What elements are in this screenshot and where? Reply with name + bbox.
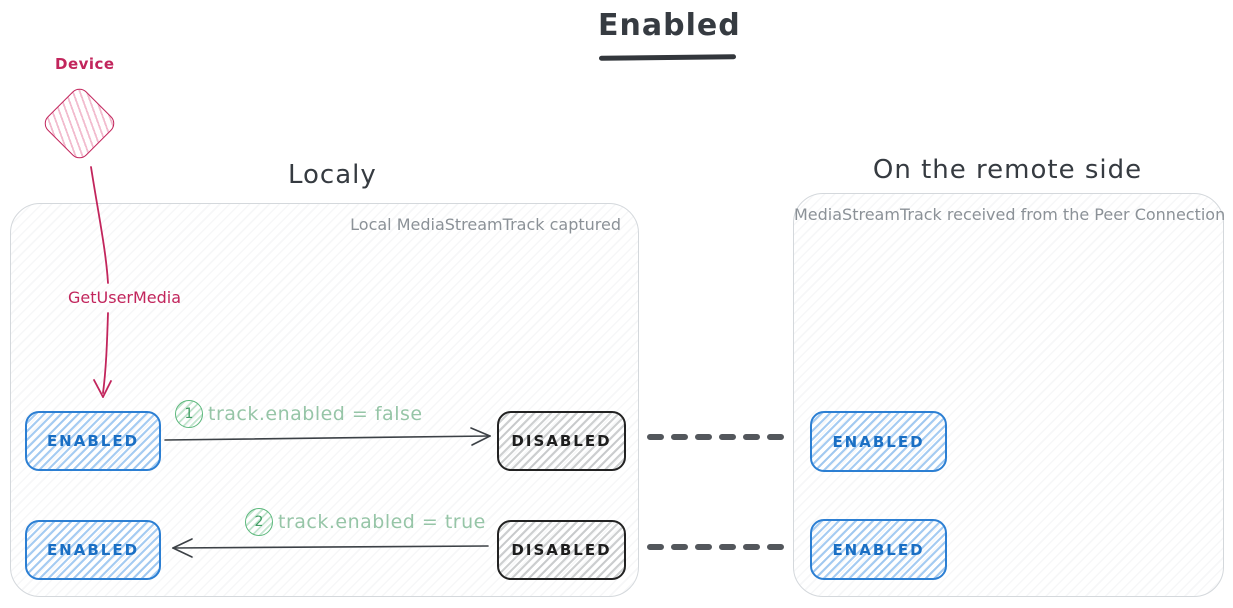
state-box-local-disabled-1: DISABLED [497,411,626,471]
remote-heading: On the remote side [872,155,1143,185]
state-label: ENABLED [46,541,140,559]
step-2-action-label: track.enabled = true [278,511,486,533]
step-2-badge: 2 [245,508,273,536]
arrow-track-enable [172,538,489,558]
state-box-local-disabled-2: DISABLED [497,520,626,580]
state-box-local-enabled-1: ENABLED [25,411,161,471]
page-title: Enabled [598,8,741,43]
step-1-action-label: track.enabled = false [208,403,423,425]
local-caption: Local MediaStreamTrack captured [350,215,621,234]
getusermedia-arrow [90,166,112,398]
state-box-remote-enabled-1: ENABLED [810,411,947,472]
local-heading: Localy [288,160,377,190]
step-number: 2 [254,514,264,530]
device-label: Device [55,55,115,73]
step-1-badge: 1 [175,400,203,428]
state-box-local-enabled-2: ENABLED [25,520,161,580]
state-label: DISABLED [511,541,612,559]
remote-caption: MediaStreamTrack received from the Peer … [794,205,1226,224]
state-box-remote-enabled-2: ENABLED [810,519,947,580]
state-label: ENABLED [832,540,925,559]
arrow-track-disable [164,427,491,446]
step-number: 1 [184,406,194,422]
state-label: ENABLED [832,432,925,451]
getusermedia-label: GetUserMedia [68,288,182,307]
state-label: DISABLED [511,432,612,450]
state-label: ENABLED [46,432,140,450]
peer-link-dashed [647,434,786,550]
